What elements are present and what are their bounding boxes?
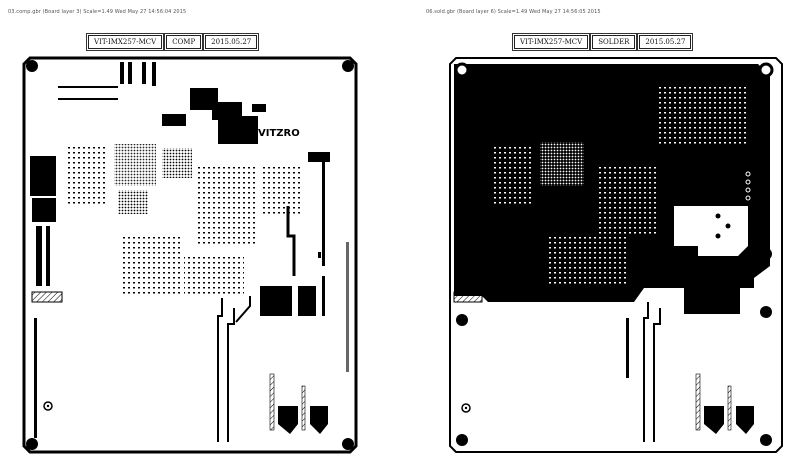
comp-layer-caption: 03.comp.gbr (Board layer 3) Scale=1.49 W… — [8, 9, 187, 15]
comp-date: 2015.05.27 — [205, 35, 258, 49]
solder-board-name: VIT-IMX257-MCV — [514, 35, 589, 49]
comp-title-block: VIT-IMX257-MCV COMP 2015.05.27 — [88, 35, 258, 49]
vitzro-logo-text: VITZRO — [258, 128, 300, 139]
solder-layer-caption: 06.sold.gbr (Board layer 6) Scale=1.49 W… — [426, 9, 601, 15]
mount-hole — [26, 438, 38, 450]
comp-board-name: VIT-IMX257-MCV — [88, 35, 163, 49]
mount-hole — [342, 438, 354, 450]
solder-layer-view: 06.sold.gbr (Board layer 6) Scale=1.49 W… — [400, 0, 791, 471]
solder-title-block: VIT-IMX257-MCV SOLDER 2015.05.27 — [514, 35, 692, 49]
mount-hole — [342, 60, 354, 72]
solder-date: 2015.05.27 — [639, 35, 692, 49]
comp-layer-name: COMP — [166, 35, 202, 49]
comp-layer-view: 03.comp.gbr (Board layer 3) Scale=1.49 W… — [0, 0, 390, 471]
comp-board-artwork: VITZRO — [22, 56, 358, 454]
solder-layer-name: SOLDER — [592, 35, 636, 49]
mount-hole — [26, 60, 38, 72]
solder-board-artwork — [449, 57, 783, 453]
